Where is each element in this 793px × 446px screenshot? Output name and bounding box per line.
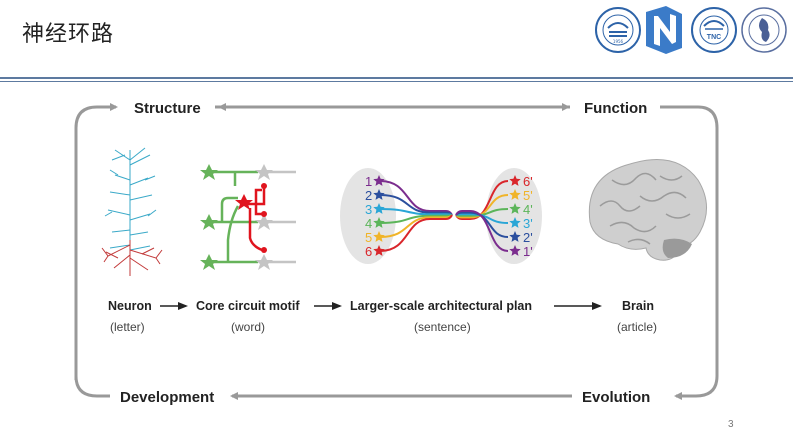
- star-left-1: [373, 175, 385, 186]
- target-neuron-3: [255, 254, 273, 270]
- label-function: Function: [584, 100, 647, 117]
- inhibitory-neuron: [235, 194, 253, 210]
- excitatory-neuron-1: [200, 164, 218, 180]
- logo-year: 1956: [613, 39, 624, 44]
- tnc-logo: TNC: [691, 7, 737, 53]
- stage-architectural-plan-analogy: (sentence): [414, 320, 471, 334]
- line-development-left: [74, 375, 110, 398]
- stage-neuron: Neuron: [108, 299, 152, 313]
- label-left-4: 4: [365, 216, 372, 231]
- university-seal-logo: [741, 7, 787, 53]
- star-right-1': [509, 245, 521, 256]
- stage-core-circuit-motif: Core circuit motif: [196, 299, 300, 313]
- cycle-frame: [74, 103, 719, 400]
- core-circuit-motif-illustration: [200, 164, 296, 270]
- star-left-3: [373, 203, 385, 214]
- arrow-function-to-evolution: [660, 105, 719, 400]
- label-right-4': 4': [523, 202, 533, 217]
- stage-core-circuit-motif-analogy: (word): [231, 320, 265, 334]
- star-right-2': [509, 231, 521, 242]
- arrow-development-to-structure: [74, 103, 118, 380]
- star-right-3': [509, 217, 521, 228]
- label-left-1: 1: [365, 174, 372, 189]
- header-divider-thin: [0, 81, 793, 82]
- beijing-tiantan-hospital-logo: 1956: [595, 7, 641, 53]
- stage-labels: Neuron (letter) Core circuit motif (word…: [108, 299, 657, 334]
- tnc-text: TNC: [707, 34, 721, 41]
- label-right-1': 1': [523, 244, 533, 259]
- slide-title: 神经环路: [22, 22, 115, 47]
- star-left-5: [373, 231, 385, 242]
- label-development: Development: [120, 389, 214, 406]
- label-left-3: 3: [365, 202, 372, 217]
- star-right-4': [509, 203, 521, 214]
- star-left-6: [373, 245, 385, 256]
- star-left-4: [373, 217, 385, 228]
- label-right-5': 5': [523, 188, 533, 203]
- logo-group: 1956 TNC: [595, 6, 787, 54]
- label-right-3': 3': [523, 216, 533, 231]
- brain-illustration: [588, 159, 707, 261]
- star-left-2: [373, 189, 385, 200]
- stage-neuron-analogy: (letter): [110, 320, 145, 334]
- header-divider-thick: [0, 77, 793, 79]
- target-neuron-1: [255, 164, 273, 180]
- page-number: 3: [728, 419, 734, 430]
- star-right-5': [509, 189, 521, 200]
- architectural-plan-illustration: 1 6' 2 5' 3 4' 4 3' 5 2' 6 1': [340, 168, 542, 264]
- n-letter-logo: [646, 6, 682, 54]
- excitatory-neuron-2: [200, 214, 218, 230]
- label-right-2': 2': [523, 230, 533, 245]
- bundle-line-left-6: [379, 214, 453, 252]
- label-evolution: Evolution: [582, 389, 650, 406]
- label-left-6: 6: [365, 244, 372, 259]
- stage-brain-analogy: (article): [617, 320, 657, 334]
- excitatory-neuron-3: [200, 254, 218, 270]
- neuron-illustration: [101, 147, 163, 276]
- target-neuron-2: [255, 214, 273, 230]
- label-structure: Structure: [134, 100, 201, 117]
- stage-brain: Brain: [622, 299, 654, 313]
- label-left-5: 5: [365, 230, 372, 245]
- bundle-line-right-1': [455, 210, 509, 252]
- label-left-2: 2: [365, 188, 372, 203]
- star-right-6': [509, 175, 521, 186]
- label-right-6': 6': [523, 174, 533, 189]
- stage-architectural-plan: Larger-scale architectural plan: [350, 299, 532, 313]
